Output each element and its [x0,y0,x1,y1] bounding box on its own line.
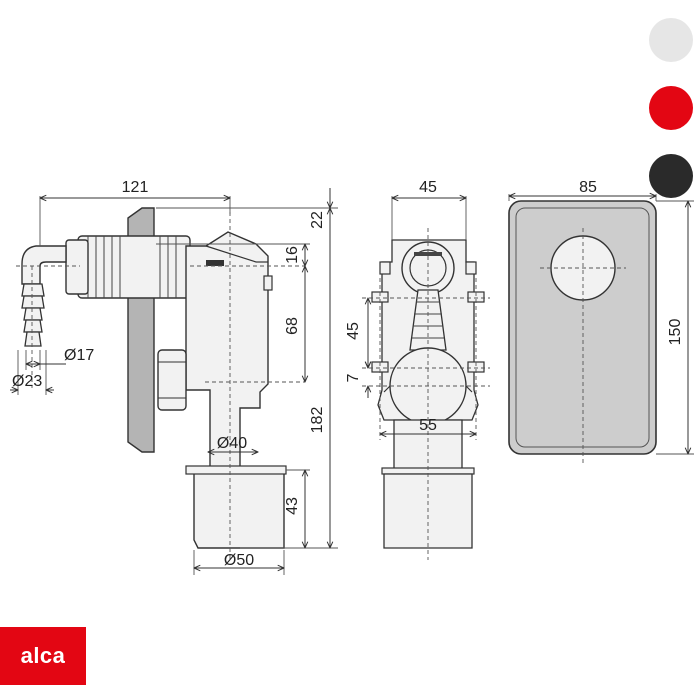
dim-hose-outer: Ø23 [12,373,42,390]
side-hose-barb [21,283,45,347]
side-outlet-pipe [186,469,285,549]
dim-outlet-diameter: Ø50 [224,552,254,569]
dim-side-middle: 68 [284,317,301,335]
front-view: 45 45 7 55 [345,179,490,560]
dim-side-bottom: 43 [284,497,301,515]
dim-front-width: 45 [419,179,437,196]
side-hose-elbow [21,245,67,285]
dim-side-total: 182 [309,407,326,434]
side-view: 121 22 16 68 182 43 Ø50 Ø40 Ø17 Ø23 [10,179,338,575]
dim-side-upper: 16 [284,246,301,264]
dim-side-top: 22 [309,211,326,229]
side-threaded-body [77,235,191,299]
dim-cover-height: 150 [667,319,684,346]
side-nut-ring [65,239,89,295]
cover-view: 85 150 [508,179,694,464]
dim-side-width: 121 [122,179,149,196]
dim-front-base: 55 [419,417,437,434]
dim-front-gap: 7 [345,373,362,382]
dim-body-diameter: Ø40 [217,435,247,452]
dim-cover-width: 85 [579,179,597,196]
brand-logo-text: alca [20,643,66,668]
color-swatch-light-grey[interactable] [649,18,693,62]
color-swatch-black[interactable] [649,154,693,198]
side-siphon-box [185,231,269,471]
side-outlet-nut [157,349,187,411]
dim-front-height: 45 [345,322,362,340]
alca-logo: alca [0,627,86,685]
color-swatch-red[interactable] [649,86,693,130]
dim-hose-inner: Ø17 [64,347,94,364]
